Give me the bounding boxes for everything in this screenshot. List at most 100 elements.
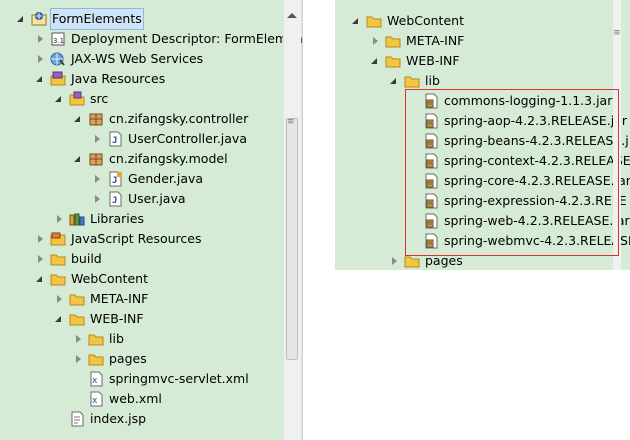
svg-text:x: x — [92, 376, 98, 386]
tree-item-spring-core-4-2-3-release-jar[interactable]: spring-core-4.2.3.RELEASE.jar — [406, 171, 630, 191]
svg-text:J: J — [112, 136, 117, 146]
tree-item-springmvc-servlet-xml[interactable]: x springmvc-servlet.xml — [71, 369, 250, 389]
tree-item-pages[interactable]: pages — [387, 251, 464, 270]
expand-toggle-icon[interactable] — [90, 169, 102, 189]
vertical-scrollbar-right[interactable] — [613, 0, 621, 270]
tree-item-spring-context-4-2-3-release[interactable]: spring-context-4.2.3.RELEASE — [406, 151, 630, 171]
tree-item-web-inf[interactable]: WEB-INF — [52, 309, 145, 329]
tree-item-build[interactable]: build — [33, 249, 103, 269]
tree-item-label: commons-logging-1.1.3.jar — [444, 93, 613, 108]
expand-toggle-icon[interactable] — [33, 49, 45, 69]
toggle-spacer — [52, 409, 64, 429]
xml-file-icon: x — [88, 391, 104, 407]
tree-item-pages[interactable]: pages — [71, 349, 148, 369]
tree-item-libraries[interactable]: Libraries — [52, 209, 145, 229]
expand-toggle-icon[interactable] — [387, 251, 399, 270]
tree-item-web-inf[interactable]: WEB-INF — [368, 51, 461, 71]
tree-item-lib[interactable]: lib — [71, 329, 125, 349]
expand-toggle-icon[interactable] — [71, 349, 83, 369]
scrollbar-grip-icon: ≡ — [287, 117, 295, 127]
tree-item-label: index.jsp — [90, 411, 147, 426]
tree-item-formelements[interactable]: FormElements — [14, 8, 144, 30]
scroll-up-arrow-icon[interactable] — [287, 13, 297, 18]
collapse-toggle-icon[interactable] — [71, 149, 83, 169]
toggle-spacer — [406, 171, 418, 191]
toggle-spacer — [406, 191, 418, 211]
tree-item-webcontent[interactable]: WebContent — [349, 11, 465, 31]
expand-toggle-icon[interactable] — [33, 229, 45, 249]
tree-item-java-resources[interactable]: Java Resources — [33, 69, 166, 89]
svg-text:J: J — [112, 176, 117, 186]
tree-item-cn-zifangsky-controller[interactable]: cn.zifangsky.controller — [71, 109, 249, 129]
expand-toggle-icon[interactable] — [33, 29, 45, 49]
tree-item-spring-web-4-2-3-release-jar[interactable]: spring-web-4.2.3.RELEASE.jar — [406, 211, 630, 231]
folder-icon — [50, 271, 66, 287]
expand-toggle-icon[interactable] — [52, 209, 64, 229]
tree-item-label: spring-expression-4.2.3.RELE — [444, 193, 627, 208]
tree-item-spring-beans-4-2-3-release-j[interactable]: spring-beans-4.2.3.RELEASE.j — [406, 131, 630, 151]
tree-item-lib[interactable]: lib — [387, 71, 441, 91]
tree-item-label: JavaScript Resources — [71, 231, 202, 246]
folder-icon — [69, 291, 85, 307]
expand-toggle-icon[interactable] — [71, 329, 83, 349]
expand-toggle-icon[interactable] — [90, 129, 102, 149]
tree-item-spring-aop-4-2-3-release-jar[interactable]: spring-aop-4.2.3.RELEASE.jar — [406, 111, 628, 131]
tree-item-index-jsp[interactable]: index.jsp — [52, 409, 147, 429]
jar-file-icon — [423, 113, 439, 129]
tree-item-web-xml[interactable]: x web.xml — [71, 389, 163, 409]
java-enum-file-icon: J — [107, 171, 123, 187]
scrollbar-thumb[interactable] — [286, 118, 298, 360]
expand-toggle-icon[interactable] — [33, 249, 45, 269]
tree-item-label: WebContent — [71, 271, 148, 286]
collapse-toggle-icon[interactable] — [33, 269, 45, 289]
tree-item-spring-webmvc-4-2-3-releasi[interactable]: spring-webmvc-4.2.3.RELEASI — [406, 231, 630, 251]
svg-text:3.1: 3.1 — [53, 37, 64, 45]
triangle-right-icon — [38, 35, 43, 43]
tree-item-cn-zifangsky-model[interactable]: cn.zifangsky.model — [71, 149, 229, 169]
folder-icon — [366, 13, 382, 29]
expand-toggle-icon[interactable] — [368, 31, 380, 51]
tree-item-javascript-resources[interactable]: JavaScript Resources — [33, 229, 202, 249]
tree-item-label: lib — [109, 331, 124, 346]
expand-toggle-icon[interactable] — [90, 189, 102, 209]
tree-item-src[interactable]: src — [52, 89, 109, 109]
tree-item-label: springmvc-servlet.xml — [109, 371, 249, 386]
collapse-toggle-icon[interactable] — [33, 69, 45, 89]
tree-item-spring-expression-4-2-3-rele[interactable]: spring-expression-4.2.3.RELE — [406, 191, 628, 211]
collapse-toggle-icon[interactable] — [14, 9, 26, 29]
tree-item-commons-logging-1-1-3-jar[interactable]: commons-logging-1.1.3.jar — [406, 91, 613, 111]
folder-icon — [88, 331, 104, 347]
collapse-toggle-icon[interactable] — [349, 11, 361, 31]
toggle-spacer — [406, 111, 418, 131]
folder-icon — [50, 251, 66, 267]
tree-item-label: web.xml — [109, 391, 162, 406]
collapse-toggle-icon[interactable] — [52, 309, 64, 329]
triangle-right-icon — [76, 355, 81, 363]
jsp-file-icon — [69, 411, 85, 427]
collapse-toggle-icon[interactable] — [368, 51, 380, 71]
tree-item-webcontent[interactable]: WebContent — [33, 269, 149, 289]
jar-file-icon — [423, 133, 439, 149]
expand-toggle-icon[interactable] — [52, 289, 64, 309]
triangle-down-icon — [36, 76, 42, 82]
collapse-toggle-icon[interactable] — [52, 89, 64, 109]
tree-item-meta-inf[interactable]: META-INF — [368, 31, 465, 51]
tree-item-jax-ws-web-services[interactable]: JAX-WS Web Services — [33, 49, 204, 69]
package-icon — [88, 111, 104, 127]
jar-file-icon — [423, 153, 439, 169]
collapse-toggle-icon[interactable] — [71, 109, 83, 129]
triangle-down-icon — [55, 316, 61, 322]
web-services-icon — [50, 51, 66, 67]
vertical-scrollbar[interactable]: ≡ — [283, 0, 301, 440]
collapse-toggle-icon[interactable] — [387, 71, 399, 91]
folder-icon — [385, 33, 401, 49]
tree-item-meta-inf[interactable]: META-INF — [52, 289, 149, 309]
triangle-right-icon — [38, 255, 43, 263]
triangle-down-icon — [390, 78, 396, 84]
